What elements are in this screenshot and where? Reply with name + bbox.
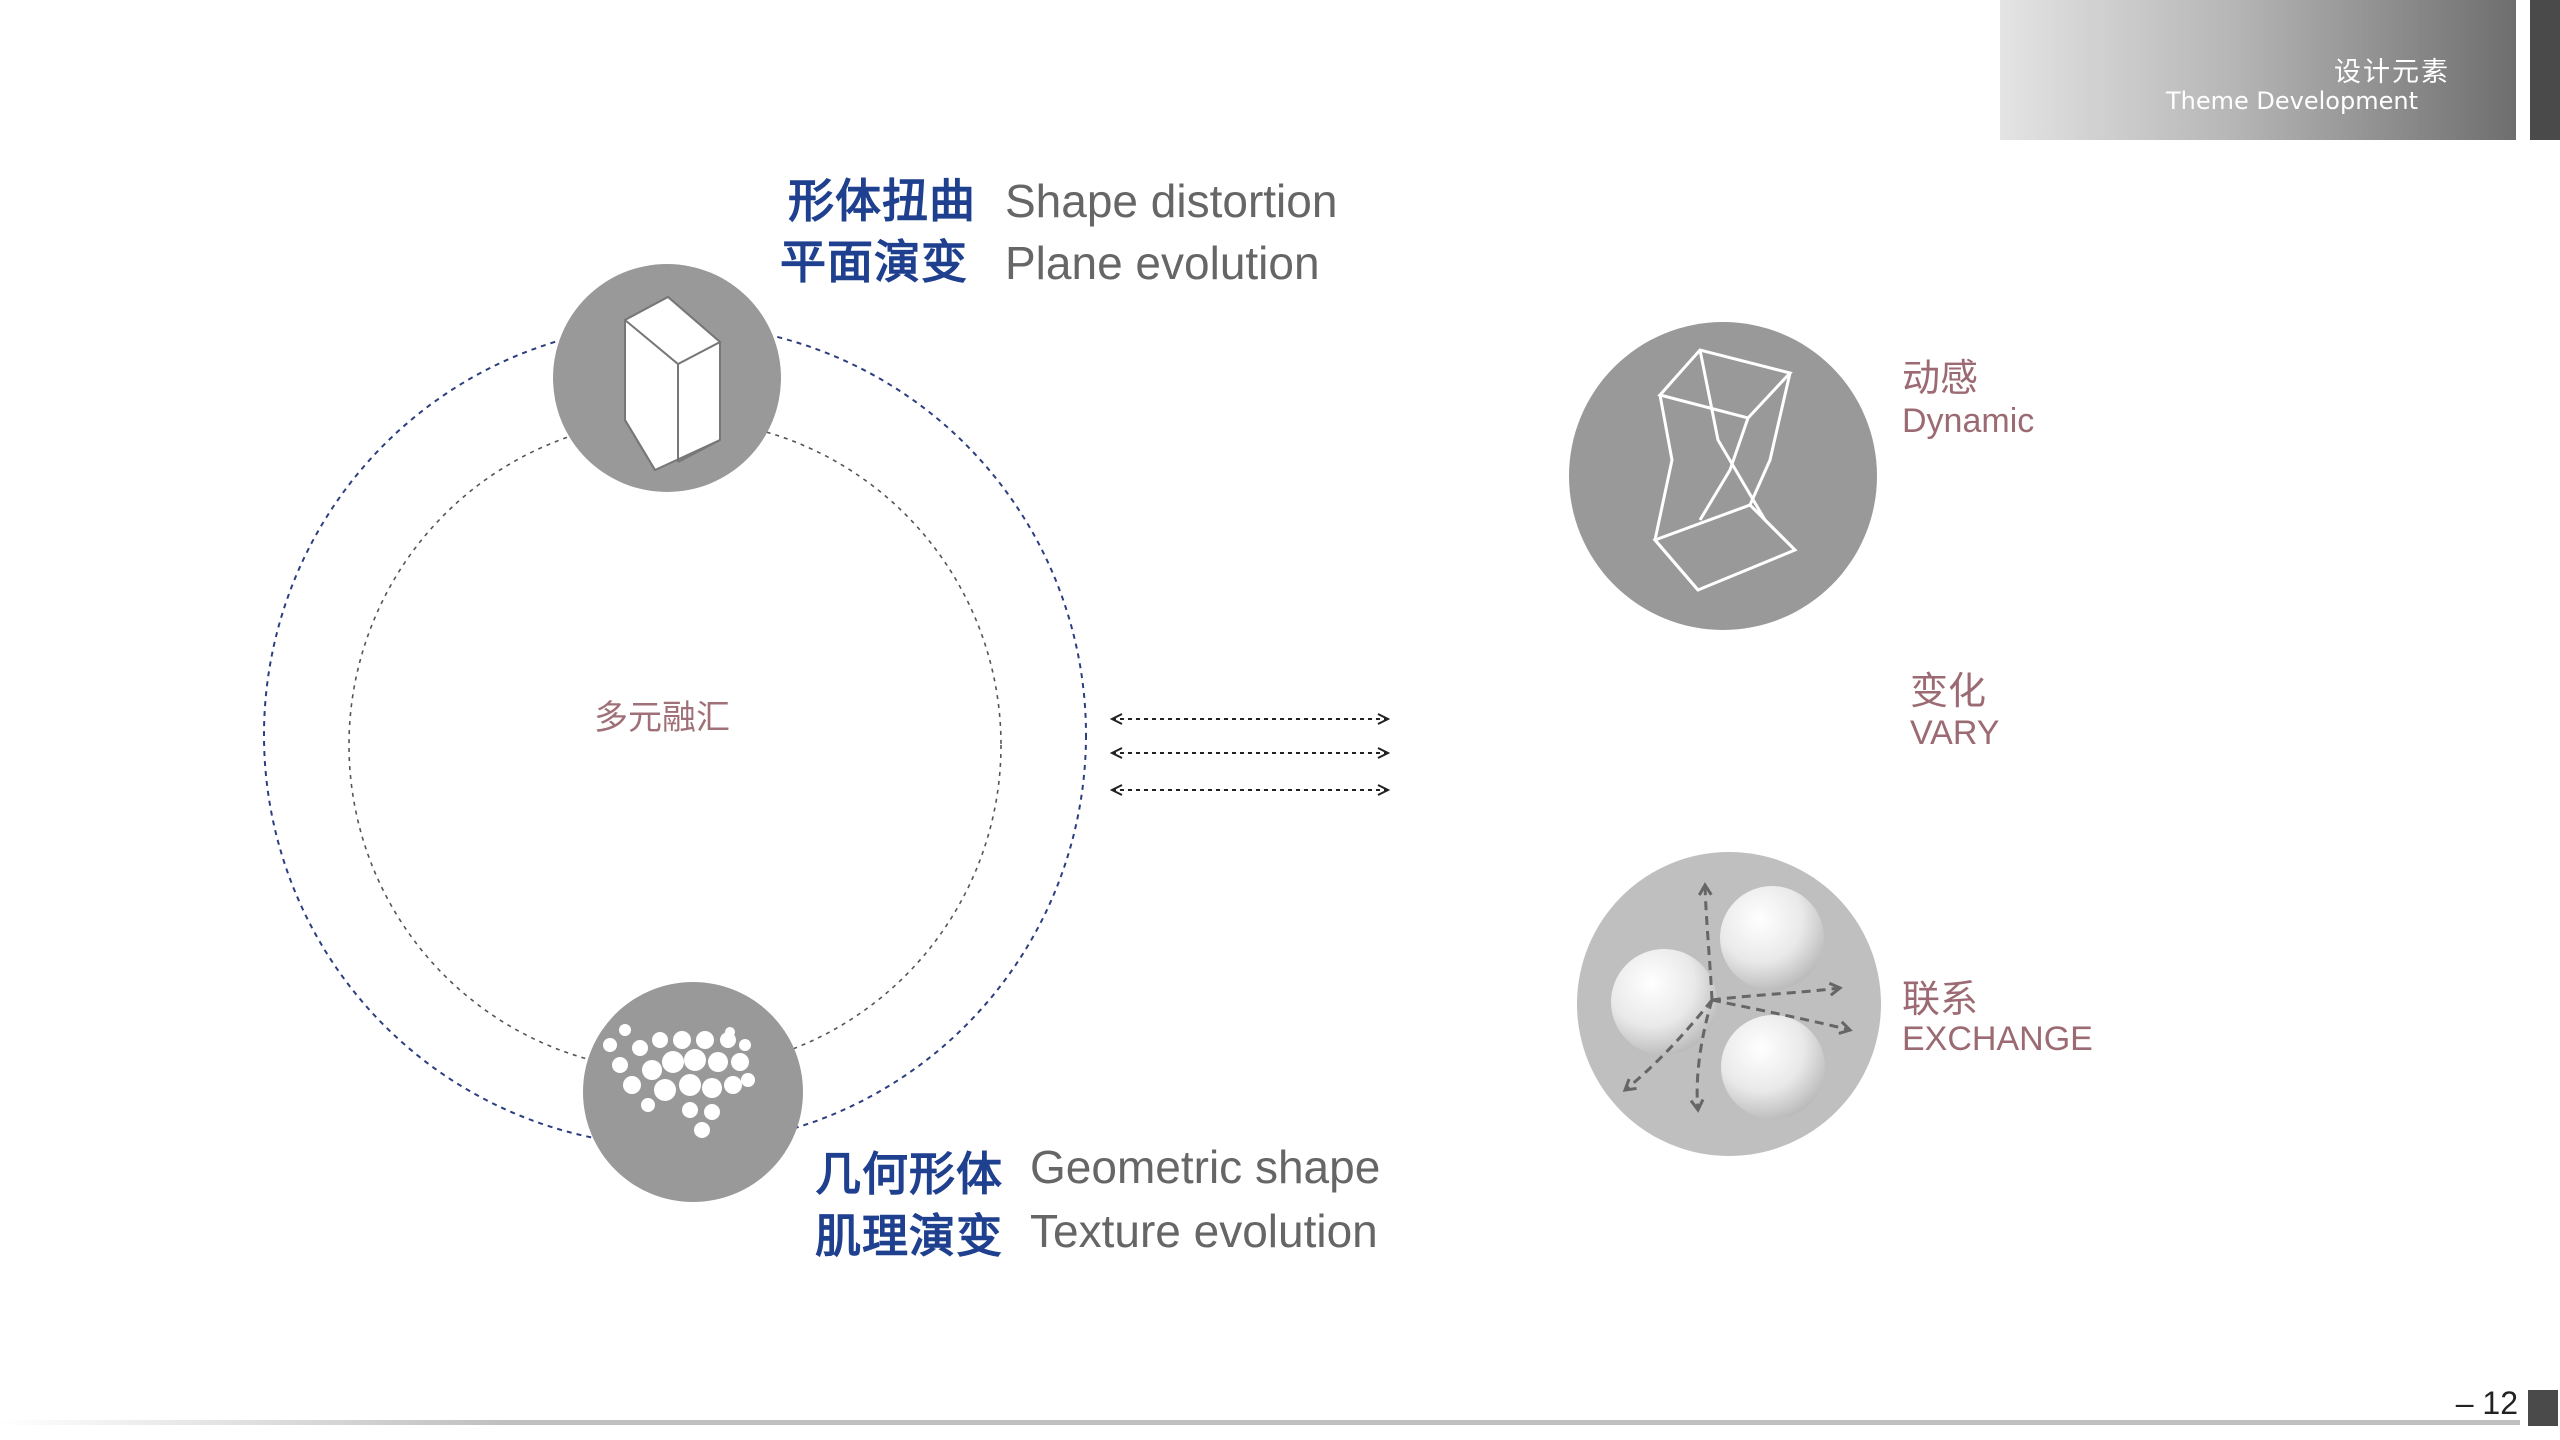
concept-dynamic-en: Dynamic [1902, 402, 2035, 440]
header-subtitle: Theme Development [2166, 87, 2418, 115]
concept-vary-en: VARY [1910, 714, 2000, 752]
header-title: 设计元素 [2334, 57, 2450, 88]
concept-exchange-en: EXCHANGE [1902, 1020, 2093, 1058]
box-node [553, 264, 781, 492]
concept-vary-cn: 变化 [1910, 669, 1987, 713]
top-node-title-cn: 形体扭曲 [788, 174, 976, 228]
header-banner: 设计元素 Theme Development [2000, 0, 2516, 140]
dynamic-node [1569, 322, 1877, 630]
concept-dynamic-cn: 动感 [1902, 356, 1979, 400]
top-node-subtitle-cn: 平面演变 [780, 235, 968, 289]
bottom-node-subtitle-cn: 肌理演变 [815, 1209, 1003, 1263]
page-number-block [2528, 1390, 2558, 1426]
bottom-node-title-en: Geometric shape [1030, 1141, 1381, 1193]
header-accent-bar [2530, 0, 2560, 140]
footer-divider [0, 1420, 2520, 1425]
center-label: 多元融汇 [594, 698, 730, 738]
page-number: – 12 [2455, 1385, 2518, 1421]
exchange-node [1577, 852, 1881, 1156]
texture-node [583, 982, 803, 1202]
outer-dotted-ring [263, 323, 1087, 1147]
top-node-subtitle-en: Plane evolution [1005, 237, 1320, 289]
double-arrows [1112, 719, 1388, 790]
inner-dotted-ring [348, 418, 1002, 1072]
bottom-node-subtitle-en: Texture evolution [1030, 1205, 1378, 1257]
bottom-node-title-cn: 几何形体 [815, 1147, 1003, 1201]
top-node-title-en: Shape distortion [1005, 175, 1338, 227]
concept-exchange-cn: 联系 [1902, 977, 1979, 1021]
